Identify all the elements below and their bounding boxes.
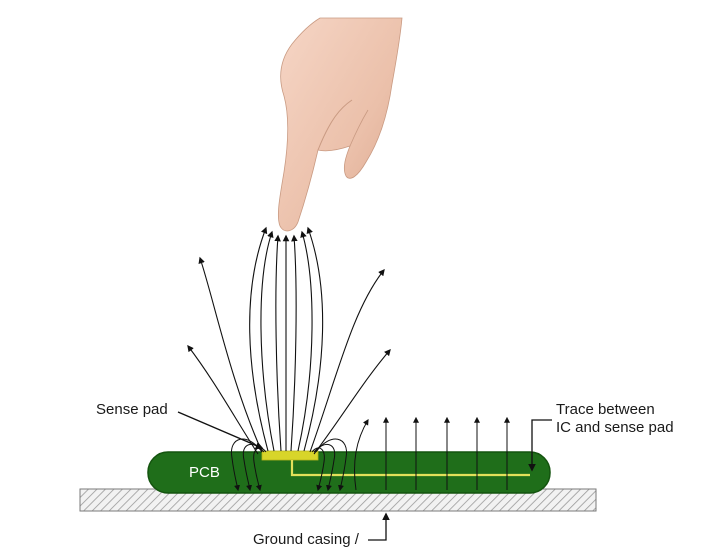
trace-pointer [528, 419, 552, 472]
hand-finger-icon [277, 17, 403, 232]
field-lines [187, 226, 391, 455]
trace-label-line1: Trace between [556, 401, 655, 418]
sense-pad-label: Sense pad [96, 401, 168, 418]
fringe-field-loops [231, 438, 347, 492]
ground-field-lines [354, 416, 510, 491]
trace [290, 460, 530, 477]
ground-casing-label: Ground casing / [253, 531, 359, 548]
sense-pad [261, 450, 319, 461]
trace-label: Trace between IC and sense pad [556, 401, 674, 437]
ground-pointer [368, 512, 390, 541]
pcb-label: PCB [189, 464, 220, 481]
sense-pad-pointer [177, 411, 264, 450]
trace-label-line2: IC and sense pad [556, 419, 674, 436]
